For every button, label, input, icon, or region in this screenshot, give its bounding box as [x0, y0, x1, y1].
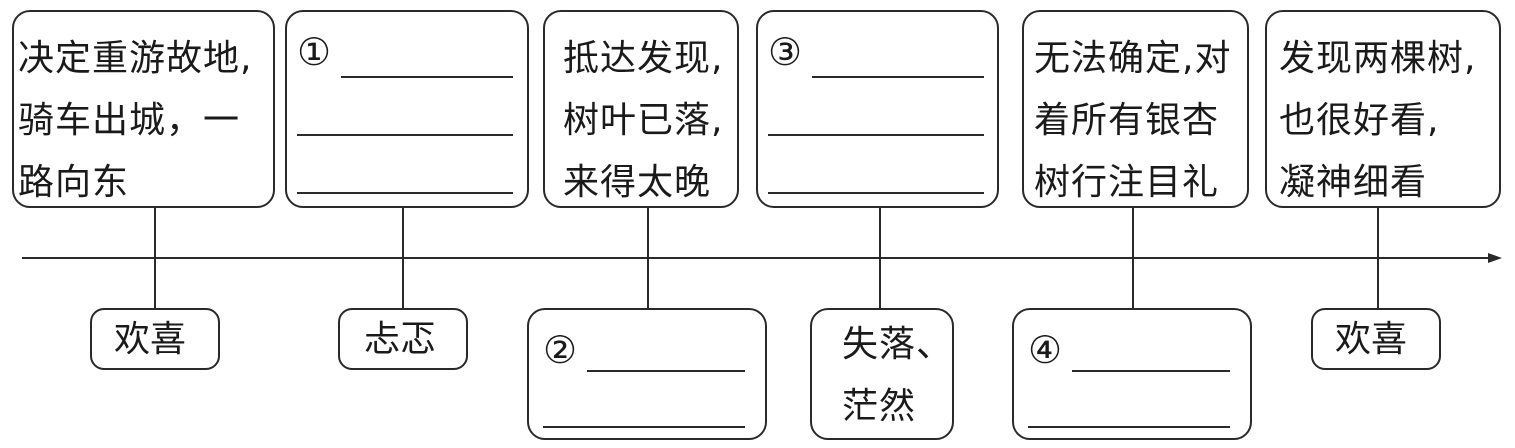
emotion-5-number: ④	[1028, 328, 1063, 372]
event-box-6: 发现两棵树, 也很好看, 凝神细看	[1265, 10, 1501, 208]
event-2-number: ①	[297, 30, 332, 74]
emotion-3-number: ②	[543, 328, 578, 372]
event-box-2: ①	[285, 10, 529, 208]
emotion-box-6: 欢喜	[1311, 308, 1441, 370]
event-3-line-2: 树叶已落,	[563, 100, 724, 141]
event-3-line-3: 来得太晚	[563, 162, 712, 203]
event-1-line-3: 路向东	[18, 162, 130, 203]
event-box-3: 抵达发现, 树叶已落, 来得太晚	[543, 10, 739, 208]
emotion-1-label: 欢喜	[114, 319, 187, 360]
emotion-box-5: ④	[1012, 308, 1252, 440]
answer-blank-1-line-2[interactable]	[297, 134, 513, 136]
emotion-6-label: 欢喜	[1335, 319, 1408, 360]
emotion-4-line-2: 茫然	[842, 386, 917, 427]
emotion-4-line-1: 失落、	[842, 324, 954, 365]
emotion-box-1: 欢喜	[90, 308, 220, 370]
event-box-5: 无法确定,对 着所有银杏 树行注目礼	[1022, 10, 1249, 208]
event-6-line-1: 发现两棵树,	[1279, 38, 1477, 79]
emotion-box-2: 忐忑	[338, 308, 468, 370]
event-5-line-3: 树行注目礼	[1034, 162, 1220, 203]
event-box-1: 决定重游故地, 骑车出城，一 路向东	[12, 10, 275, 208]
answer-blank-3-line-1[interactable]	[812, 76, 984, 78]
emotion-2-label: 忐忑	[364, 319, 437, 360]
emotion-box-4: 失落、 茫然	[810, 308, 954, 440]
answer-blank-1-line-3[interactable]	[297, 192, 513, 194]
event-3-line-1: 抵达发现,	[563, 38, 724, 79]
event-6-line-2: 也很好看,	[1279, 100, 1440, 141]
answer-blank-2-line-2[interactable]	[543, 426, 745, 428]
timeline-arrowhead	[1488, 253, 1502, 263]
answer-blank-4-line-2[interactable]	[1028, 426, 1230, 428]
event-box-4: ③	[756, 10, 999, 208]
event-5-line-1: 无法确定,对	[1034, 38, 1232, 79]
event-4-number: ③	[768, 30, 803, 74]
event-6-line-3: 凝神细看	[1279, 162, 1428, 203]
answer-blank-1-line-1[interactable]	[341, 76, 513, 78]
answer-blank-3-line-2[interactable]	[768, 134, 984, 136]
event-5-line-2: 着所有银杏	[1034, 100, 1220, 141]
answer-blank-4-line-1[interactable]	[1072, 370, 1230, 372]
answer-blank-2-line-1[interactable]	[587, 370, 745, 372]
emotion-box-3: ②	[527, 308, 767, 440]
event-1-line-2: 骑车出城，一	[18, 100, 241, 141]
event-1-line-1: 决定重游故地,	[18, 38, 253, 79]
answer-blank-3-line-3[interactable]	[768, 192, 984, 194]
